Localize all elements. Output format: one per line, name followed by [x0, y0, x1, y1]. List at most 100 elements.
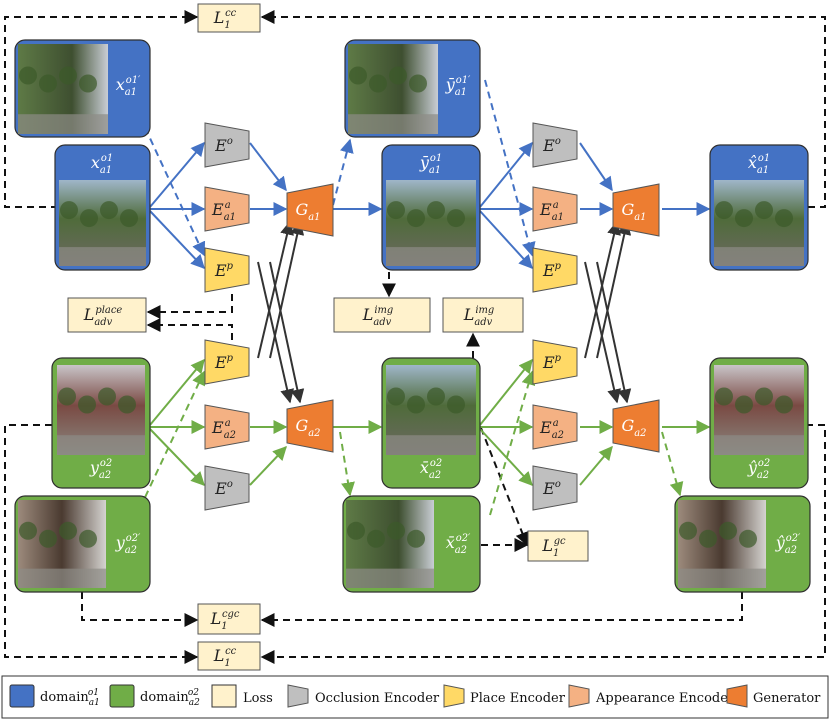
encoder-label: Ep — [542, 261, 562, 280]
tree-shape — [347, 521, 365, 540]
loss-place-adv: Ladvplace — [67, 297, 147, 333]
legend-label: Generator — [753, 691, 821, 706]
tree-shape — [427, 201, 445, 220]
encoder-appearance-a1: Ea1a — [532, 186, 578, 232]
tree-shape — [100, 201, 118, 220]
card-y-a2-o2-prime: ya2o2′ — [14, 495, 151, 593]
loss-cc-top: L1cc — [197, 3, 261, 33]
legend-label: domaina1o1 — [40, 688, 100, 708]
legend-label: domaina2o2 — [140, 688, 200, 708]
generator-g-a1: Ga1 — [612, 183, 660, 237]
loss-swatch — [211, 684, 237, 708]
loss-box — [527, 530, 589, 562]
encoder-shape — [204, 122, 250, 168]
card-yhat-a2-o2-prime: ŷa2o2′ — [674, 495, 811, 593]
encoder-occlusion: Eo — [204, 122, 250, 168]
loss-label: Ladvimg — [463, 305, 495, 328]
loss-label: Ladvimg — [362, 305, 394, 328]
legend-loss: Loss — [211, 684, 273, 708]
legend-generator: Generator — [726, 684, 821, 708]
legend-domain-a1: domaina1o1 — [9, 684, 100, 708]
tree-shape — [59, 66, 77, 85]
tree-shape — [39, 74, 57, 93]
image-label: x̄a2o2′ — [446, 533, 471, 556]
loss-box — [197, 641, 261, 671]
generator-label: Ga1 — [622, 200, 647, 223]
tree-shape — [39, 529, 57, 548]
loss-img-adv-2: Ladvimg — [442, 297, 524, 333]
generator-label: Ga2 — [622, 416, 647, 439]
generator-g-a2: Ga2 — [286, 399, 334, 453]
loss-label: L1cc — [213, 646, 237, 669]
encoder-shape — [532, 404, 578, 450]
encoder-shape — [532, 122, 578, 168]
generator-swatch — [726, 684, 748, 708]
tree-shape — [79, 529, 97, 548]
encoder-shape — [532, 247, 578, 293]
road-shape — [348, 114, 438, 134]
card-x-a1-o1: xa1o1 — [54, 144, 151, 271]
loss-label: Ladvplace — [83, 305, 123, 328]
encoder-place: Ep — [204, 339, 250, 385]
generator-label: Ga2 — [296, 416, 321, 439]
encoder-place: Ep — [204, 247, 250, 293]
loss-label: L1cgc — [210, 609, 240, 632]
road-shape — [714, 435, 804, 455]
domain-a2-swatch — [109, 684, 135, 708]
tree-shape — [755, 387, 773, 406]
card-x-a1-o1-prime: xa1o1′ — [14, 39, 151, 138]
image-label: ŷa2o2 — [747, 458, 770, 481]
encoder-label: Ea2a — [539, 418, 564, 441]
tree-shape — [387, 387, 405, 406]
road-shape — [678, 568, 766, 588]
card-xhat-a1-o1: x̂a1o1 — [709, 144, 809, 271]
occlusion-encoder-swatch — [287, 684, 309, 708]
loss-label: L1gc — [541, 536, 566, 559]
card-y-a2-o2: ya2o2 — [51, 357, 151, 489]
tree-shape — [739, 529, 757, 548]
road-shape — [57, 435, 145, 455]
image-cards: xa1o1′xa1o1ya2o2ya2o2′ȳa1o1′ȳa1o1x̄a2o2x… — [14, 39, 811, 593]
tree-shape — [409, 74, 427, 93]
image-label: ȳa1o1′ — [445, 75, 471, 98]
place-swap-arrows — [257, 220, 632, 404]
tree-shape — [58, 387, 76, 406]
image-label: ŷa2o2′ — [775, 533, 801, 556]
generator-label: Ga1 — [296, 200, 321, 223]
encoder-place: Ep — [532, 247, 578, 293]
tree-shape — [80, 209, 98, 228]
generator-g-a2: Ga2 — [612, 399, 660, 453]
encoder-label: Ep — [542, 353, 562, 372]
image-label: x̂a1o1 — [748, 153, 770, 176]
tree-shape — [679, 521, 697, 540]
tree-shape — [407, 529, 425, 548]
image-label: ya2o2′ — [115, 533, 141, 556]
encoder-shape — [532, 465, 578, 511]
legend-appearance-encoder: Appearance Encoder — [568, 684, 735, 708]
road-shape — [386, 247, 476, 266]
tree-shape — [775, 395, 793, 414]
loss-box — [442, 297, 524, 333]
loss-cgc: L1cgc — [197, 603, 261, 635]
generator-shape — [612, 183, 660, 237]
tree-shape — [98, 387, 116, 406]
encoder-label: Eo — [214, 136, 233, 155]
tree-shape — [407, 209, 425, 228]
tree-shape — [389, 66, 407, 85]
encoder-occlusion: Eo — [532, 465, 578, 511]
road-shape — [59, 247, 146, 266]
card-yhat-a2-o2: ŷa2o2 — [709, 357, 809, 489]
road-shape — [346, 568, 434, 588]
generator-g-a1: Ga1 — [286, 183, 334, 237]
tree-shape — [735, 395, 753, 414]
tree-shape — [775, 209, 793, 228]
encoder-shape — [204, 404, 250, 450]
tree-shape — [118, 395, 136, 414]
loss-box — [197, 3, 261, 33]
tree-shape — [407, 395, 425, 414]
loss-label: L1cc — [213, 8, 237, 31]
encoder-appearance-a2: Ea2a — [532, 404, 578, 450]
tree-shape — [755, 201, 773, 220]
